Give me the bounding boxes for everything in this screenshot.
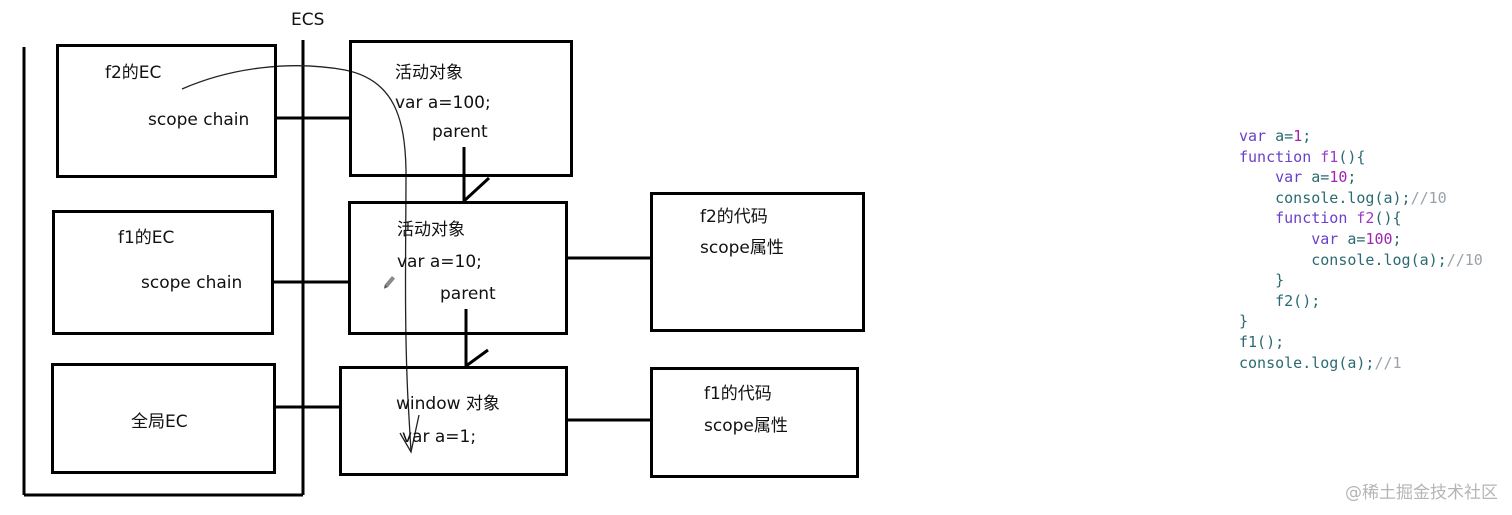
code-line: console.log(a);//10 xyxy=(1239,250,1483,271)
code-token: f2 xyxy=(1356,209,1375,228)
code-line: console.log(a);//1 xyxy=(1239,353,1483,374)
code-token: 1 xyxy=(1293,127,1303,145)
global-ec-box xyxy=(51,363,276,474)
code-token xyxy=(1311,148,1320,166)
code-token: function xyxy=(1239,147,1312,166)
code-token: //10 xyxy=(1446,250,1483,269)
code-token: ; xyxy=(1347,168,1357,187)
code-line: } xyxy=(1239,311,1483,332)
code-token: var xyxy=(1239,127,1267,145)
code-token: } xyxy=(1239,312,1249,331)
code-indent xyxy=(1239,189,1275,207)
global-ec-title: 全局EC xyxy=(131,412,188,432)
f2-ec-title: f2的EC xyxy=(105,63,162,83)
f2-activation-object-box xyxy=(349,40,573,177)
code-token: (){ xyxy=(1338,147,1366,166)
f1-ao-var: var a=10; xyxy=(397,252,482,272)
f2-ec-box xyxy=(56,44,277,178)
parent-arrow-f1-to-window xyxy=(464,309,489,368)
f2-ao-title: 活动对象 xyxy=(395,63,463,83)
ecs-label: ECS xyxy=(291,10,325,30)
code-indent xyxy=(1239,168,1275,186)
code-line: f2(); xyxy=(1239,291,1483,312)
watermark: @稀土掘金技术社区 xyxy=(1345,483,1498,503)
f1-ec-box xyxy=(52,210,274,335)
window-object-title: window 对象 xyxy=(396,394,500,414)
window-object-box xyxy=(339,366,568,476)
scope-lookup-hand-arrow xyxy=(181,65,412,453)
f2-code-scope-attr: scope属性 xyxy=(700,238,784,258)
f2-ec-scope-chain: scope chain xyxy=(148,110,250,130)
code-token: ; xyxy=(1392,229,1402,248)
code-line: } xyxy=(1239,270,1483,291)
code-token: 10 xyxy=(1329,168,1348,187)
code-token: console.log(a); xyxy=(1239,353,1375,372)
code-token: //10 xyxy=(1410,188,1447,207)
code-line: var a=10; xyxy=(1239,167,1483,188)
code-token: f1(); xyxy=(1239,332,1285,351)
code-token: console.log(a); xyxy=(1275,188,1411,207)
f1-code-box xyxy=(650,367,859,478)
f1-ao-title: 活动对象 xyxy=(397,220,465,240)
f1-ao-parent: parent xyxy=(440,284,496,304)
code-token: a= xyxy=(1302,168,1330,187)
code-indent xyxy=(1239,292,1275,310)
window-object-var: var a=1; xyxy=(402,427,477,447)
f1-code-scope-attr: scope属性 xyxy=(704,416,788,436)
code-token: console.log(a); xyxy=(1311,250,1447,269)
code-token: } xyxy=(1275,271,1285,290)
f2-ao-var: var a=100; xyxy=(395,93,491,113)
code-indent xyxy=(1239,209,1275,227)
code-line: var a=1; xyxy=(1239,126,1483,147)
code-line: f1(); xyxy=(1239,332,1483,353)
f2-code-box xyxy=(650,192,865,332)
code-token: ; xyxy=(1302,127,1312,145)
f1-activation-object-box xyxy=(348,201,568,335)
f1-code-title: f1的代码 xyxy=(704,384,772,404)
code-token: f2(); xyxy=(1275,291,1321,310)
code-token: (){ xyxy=(1374,209,1402,228)
f1-ec-title: f1的EC xyxy=(118,228,175,248)
code-token: //1 xyxy=(1374,353,1402,372)
f2-ao-parent: parent xyxy=(432,122,488,142)
pencil-icon xyxy=(383,276,396,289)
code-listing: var a=1;function f1(){ var a=10; console… xyxy=(1239,126,1483,373)
code-line: var a=100; xyxy=(1239,229,1483,250)
code-indent xyxy=(1239,230,1311,248)
code-token: f1 xyxy=(1320,147,1339,166)
code-token: a= xyxy=(1338,229,1366,248)
code-indent xyxy=(1239,251,1311,269)
code-token: var xyxy=(1275,168,1303,187)
code-line: console.log(a);//10 xyxy=(1239,188,1483,209)
code-line: function f2(){ xyxy=(1239,208,1483,229)
code-token: var xyxy=(1311,229,1339,248)
code-token: 100 xyxy=(1365,229,1393,248)
f1-ec-scope-chain: scope chain xyxy=(141,273,243,293)
code-indent xyxy=(1239,271,1275,289)
code-line: function f1(){ xyxy=(1239,147,1483,168)
f2-code-title: f2的代码 xyxy=(700,207,768,227)
scope-lookup-arrowhead xyxy=(399,414,420,454)
code-token: a= xyxy=(1266,127,1294,145)
code-token: function xyxy=(1275,209,1348,228)
